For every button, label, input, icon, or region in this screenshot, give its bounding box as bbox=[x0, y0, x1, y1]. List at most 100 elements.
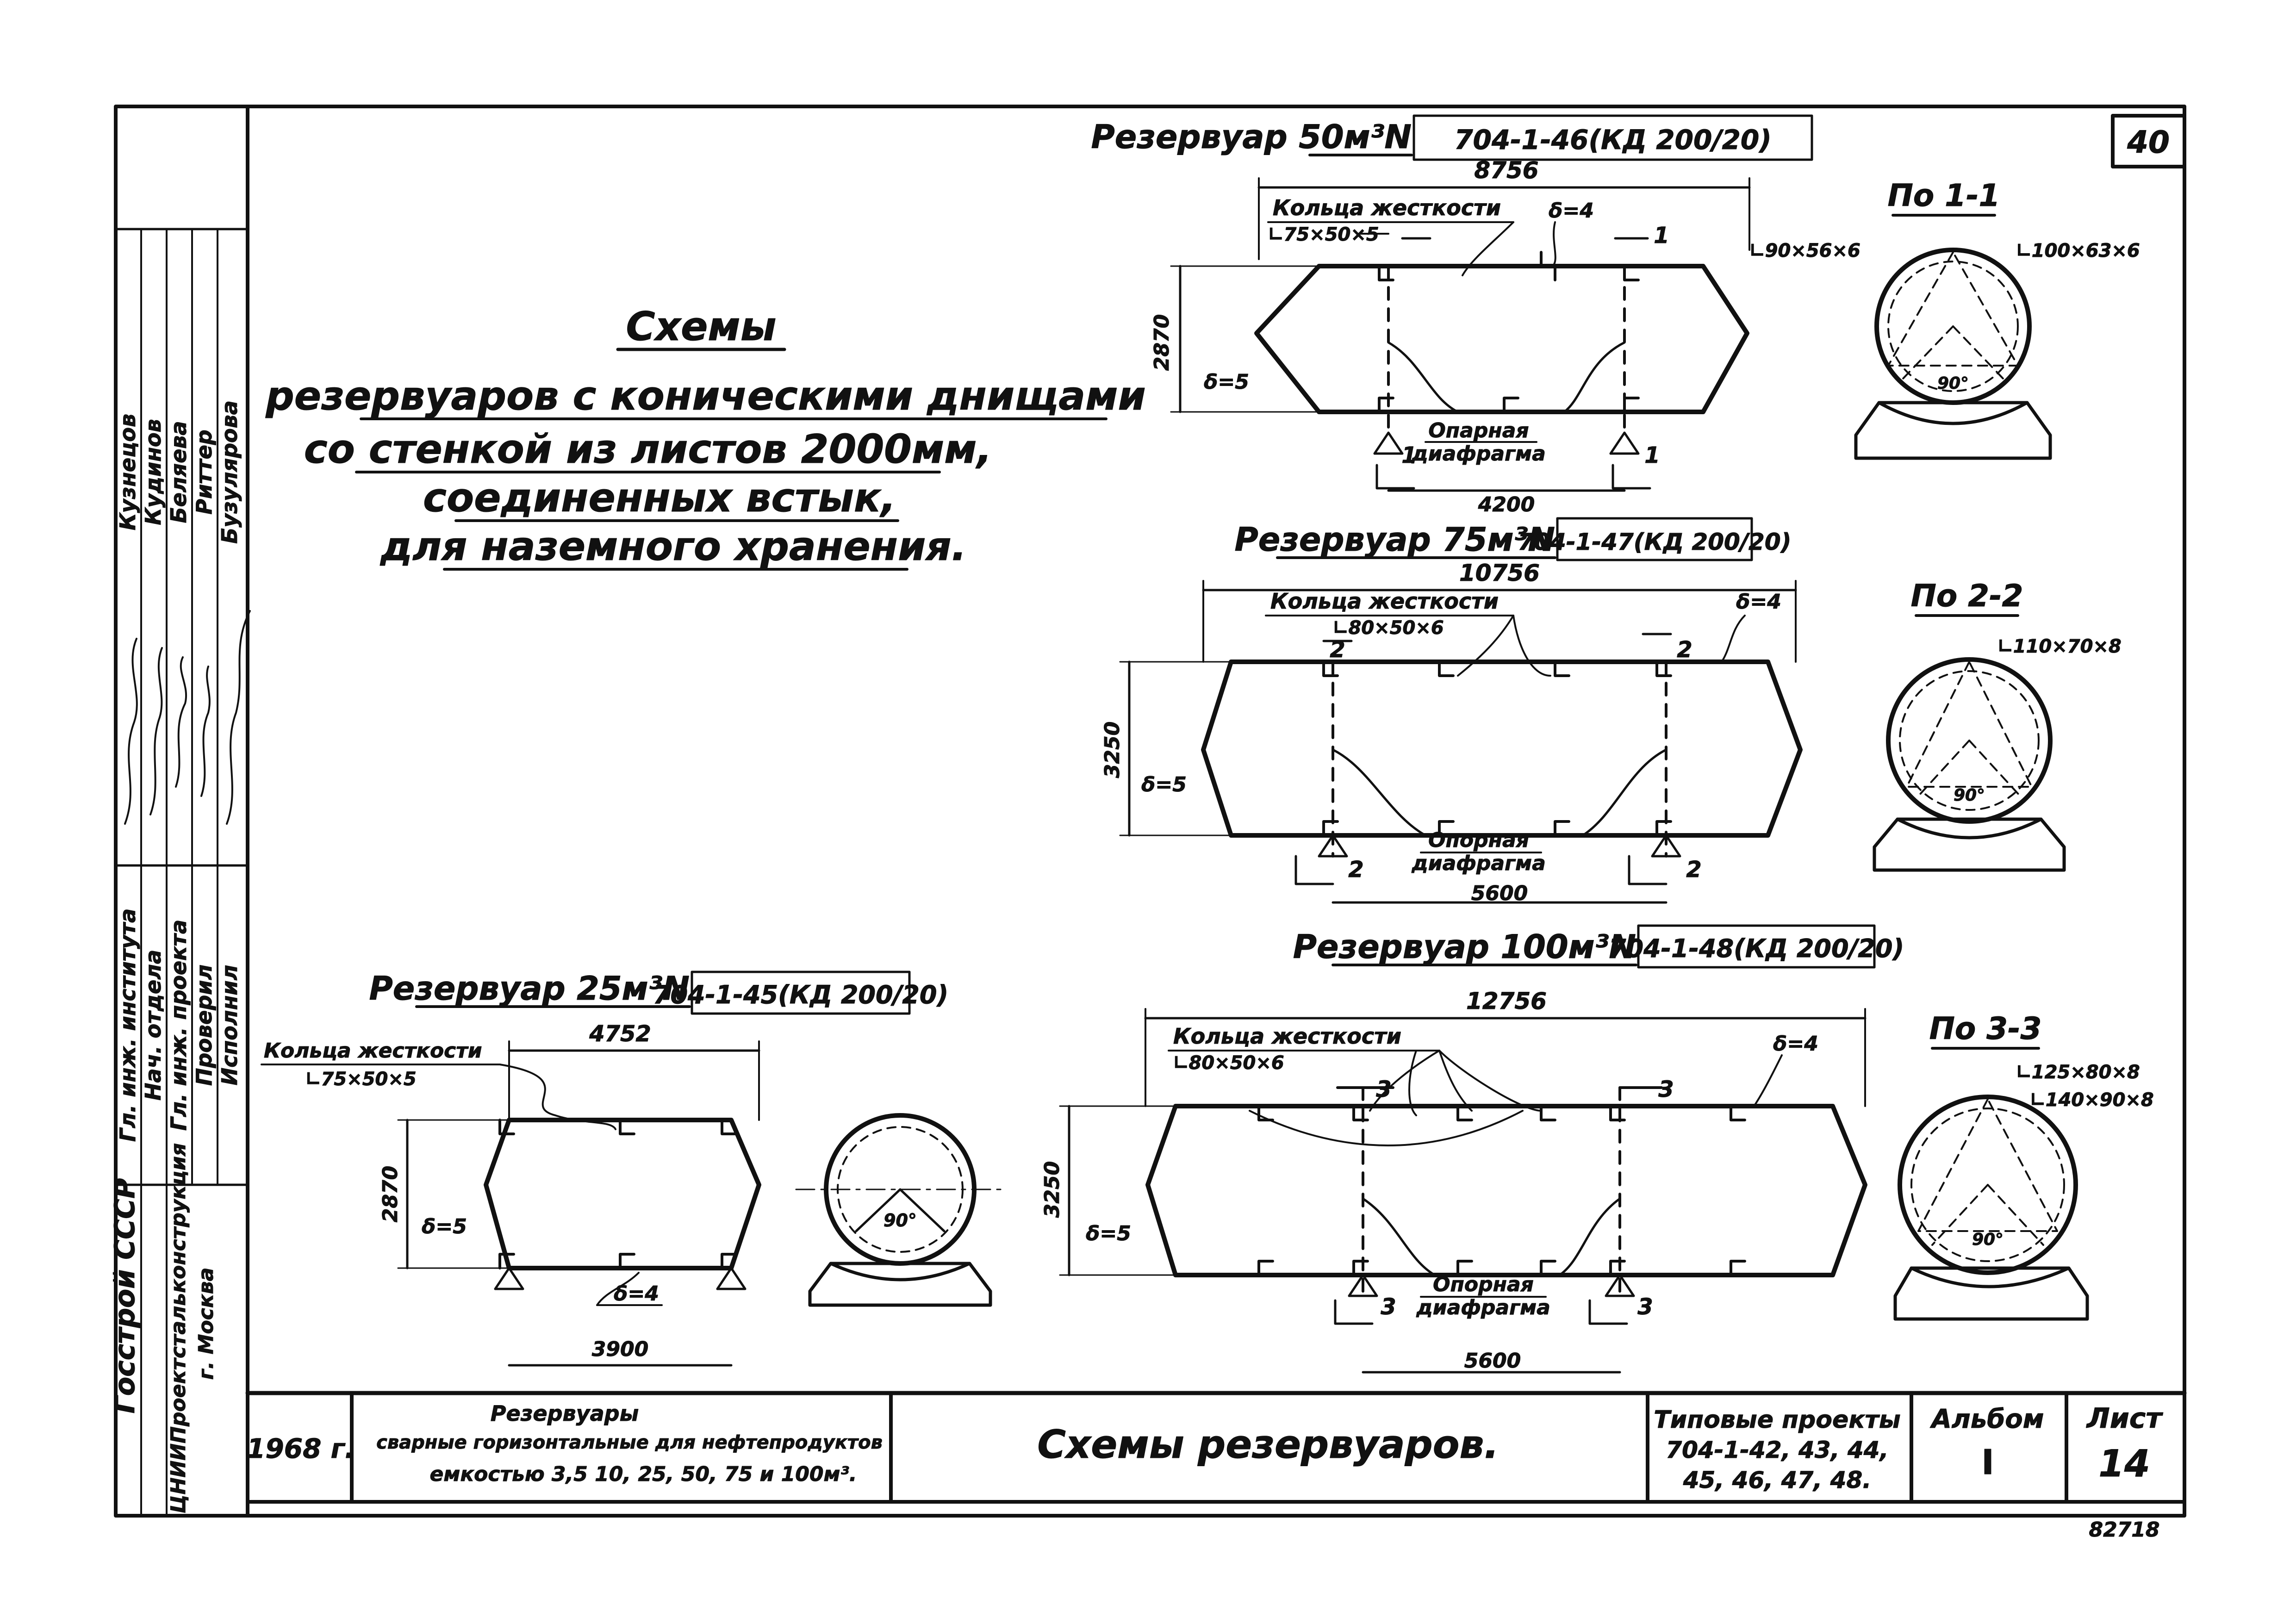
tank-50-head-thk: δ=5 bbox=[1204, 370, 1249, 394]
series-line-1: 704-1-42, 43, 44, bbox=[1666, 1437, 1888, 1463]
stamp-name-5: Бузулярова bbox=[217, 400, 242, 544]
tank-100-diaphragm-1: Опорная bbox=[1433, 1273, 1534, 1296]
tank-100-cut-d: 3 bbox=[1658, 1076, 1674, 1102]
tank-100-span: 5600 bbox=[1464, 1349, 1521, 1373]
archive-number: 82718 bbox=[2089, 1518, 2159, 1542]
tank-100-overall-dim: 12756 bbox=[1466, 988, 1547, 1014]
tank-100-cut-a: 3 bbox=[1381, 1294, 1396, 1320]
section-3-3-title: По 3-3 bbox=[1929, 1011, 2042, 1046]
series-label: Типовые проекты bbox=[1654, 1406, 1900, 1434]
title-block: 1968 г. Резервуары сварные горизонтальны… bbox=[247, 1401, 2164, 1494]
series-line-2: 45, 46, 47, 48. bbox=[1683, 1467, 1872, 1493]
signatures bbox=[124, 610, 251, 825]
heading-line-5: для наземного хранения. bbox=[380, 523, 966, 570]
stamp-role-2: Нач. отдела bbox=[141, 950, 166, 1101]
tank-50-title: Резервуар 50м³N bbox=[1091, 118, 1412, 156]
tank-75-body bbox=[1201, 660, 1803, 838]
tank-25-body bbox=[484, 1118, 761, 1270]
tank-100-cut-c: 3 bbox=[1376, 1076, 1391, 1102]
tank-50-span: 4200 bbox=[1478, 493, 1535, 516]
heading-line-2: резервуаров с коническими днищами bbox=[265, 373, 1146, 419]
tank-75-cut-c: 2 bbox=[1330, 637, 1345, 663]
tank-75-cut-d: 2 bbox=[1677, 637, 1692, 663]
tank-50-diaphragm-1: Опарная bbox=[1428, 419, 1529, 442]
title-desc-3: емкостью 3,5 10, 25, 50, 75 и 100м³. bbox=[430, 1462, 857, 1486]
tank-75-ring-label: Кольца жесткости bbox=[1270, 589, 1499, 614]
tank-50-cut-a: 1 bbox=[1401, 442, 1417, 468]
section-tank-25: 90° bbox=[795, 1113, 1005, 1307]
tank-25-code: 704-1-45(КД 200/20) bbox=[653, 980, 948, 1009]
tank-25-view: Резервуар 25м³N 704-1-45(КД 200/20) 4752… bbox=[261, 970, 949, 1367]
tank-25-span: 3900 bbox=[592, 1338, 648, 1361]
tank-100-title: Резервуар 100м³N bbox=[1293, 928, 1636, 966]
title-year: 1968 г. bbox=[247, 1433, 355, 1464]
tank-75-code-box bbox=[1556, 517, 1753, 561]
page-number: 40 bbox=[2127, 124, 2170, 160]
stamp-org-1: Госстрой СССР bbox=[109, 1178, 141, 1414]
tank-25-height: 2870 bbox=[379, 1166, 402, 1222]
tank-25-title: Резервуар 25м³N bbox=[369, 970, 690, 1008]
main-heading: Схемы резервуаров с коническими днищами … bbox=[265, 304, 1146, 571]
tank-75-diaphragm-2: диафрагма bbox=[1411, 852, 1546, 875]
tank-25-code-box bbox=[691, 971, 911, 1015]
stamp-org-2: ЦНИИПроектстальконструкция bbox=[167, 1143, 190, 1513]
tank-100-ring-profile: ∟80×50×6 bbox=[1173, 1052, 1284, 1074]
stamp-name-3: Беляева bbox=[166, 421, 191, 523]
album-number: I bbox=[1981, 1443, 1994, 1482]
section-tank-25-angle: 90° bbox=[884, 1210, 917, 1231]
section-1-1-a: ∟90×56×6 bbox=[1749, 240, 1860, 261]
tank-50-shell-thk: δ=4 bbox=[1549, 199, 1594, 223]
stamp-role-3: Гл. инж. проекта bbox=[166, 920, 191, 1131]
tank-75-diaphragm-1: Опорная bbox=[1428, 828, 1529, 852]
tank-50-cut-c: 1 bbox=[1654, 223, 1669, 249]
section-2-2-angle: 90° bbox=[1954, 786, 1985, 805]
heading-line-3: со стенкой из листов 2000мм, bbox=[304, 426, 992, 473]
tank-50-code: 704-1-46(КД 200/20) bbox=[1454, 124, 1772, 156]
sheet-label: Лист bbox=[2086, 1402, 2163, 1435]
tank-100-shell-thk: δ=4 bbox=[1773, 1032, 1818, 1056]
tank-75-overall-dim: 10756 bbox=[1459, 560, 1540, 586]
tank-100-code: 704-1-48(КД 200/20) bbox=[1609, 934, 1904, 963]
section-1-1: По 1-1 ∟90×56×6 ∟100×63×6 90° bbox=[1749, 178, 2140, 460]
section-3-3-angle: 90° bbox=[1972, 1230, 2004, 1249]
stamp-role-5: Исполнил bbox=[217, 965, 242, 1086]
section-1-1-title: По 1-1 bbox=[1888, 178, 2000, 213]
tank-75-head-thk: δ=5 bbox=[1141, 773, 1187, 796]
stamp-name-1: Кузнецов bbox=[115, 414, 140, 530]
tank-75-view: Резервуар 75м³N 704-1-47(КД 200/20) 1075… bbox=[1101, 517, 1803, 906]
tank-75-title: Резервуар 75м³N bbox=[1234, 521, 1555, 559]
tank-50-code-box bbox=[1412, 114, 1813, 161]
tank-75-code: 704-1-47(КД 200/20) bbox=[1518, 529, 1792, 555]
tank-75-shell-thk: δ=4 bbox=[1736, 590, 1781, 614]
tank-75-ring-profile: ∟80×50×6 bbox=[1333, 617, 1444, 639]
heading-line-1: Схемы bbox=[626, 304, 777, 350]
tank-50-body bbox=[1254, 264, 1749, 414]
tank-50-overall-dim: 8756 bbox=[1474, 157, 1538, 184]
tank-100-code-box bbox=[1637, 924, 1876, 969]
sheet-number: 14 bbox=[2098, 1442, 2150, 1485]
section-2-2: По 2-2 ∟110×70×8 90° bbox=[1873, 578, 2122, 872]
stamp-role-1: Гл. инж. института bbox=[115, 908, 140, 1142]
tank-75-height: 3250 bbox=[1101, 722, 1124, 778]
stamp-name-4: Риттер bbox=[192, 429, 217, 514]
section-2-2-title: По 2-2 bbox=[1911, 578, 2023, 614]
section-1-1-b: ∟100×63×6 bbox=[2016, 240, 2140, 261]
stamp-role-4: Проверил bbox=[192, 964, 217, 1086]
tank-100-view: Резервуар 100м³N 704-1-48(КД 200/20) 127… bbox=[1040, 924, 1904, 1374]
tank-50-cut-b: 1 bbox=[1644, 442, 1660, 468]
tank-25-ring-profile: ∟75×50×5 bbox=[305, 1069, 417, 1090]
stamp-name-2: Кудинов bbox=[141, 419, 166, 525]
side-stamp: Госстрой СССР ЦНИИПроектстальконструкция… bbox=[109, 400, 251, 1514]
title-desc-2: сварные горизонтальные для нефтепродукто… bbox=[376, 1432, 883, 1453]
section-2-2-a: ∟110×70×8 bbox=[1997, 636, 2122, 657]
stamp-city: г. Москва bbox=[194, 1268, 218, 1380]
drawing-frame bbox=[114, 105, 2187, 1518]
section-3-3-b: ∟140×90×8 bbox=[2030, 1089, 2154, 1111]
drawing-title: Схемы резервуаров. bbox=[1037, 1422, 1499, 1467]
tank-100-body bbox=[1145, 1104, 1867, 1277]
tank-50-height: 2870 bbox=[1150, 314, 1174, 371]
tank-25-overall-dim: 4752 bbox=[589, 1021, 651, 1047]
heading-line-4: соединенных встык, bbox=[423, 475, 896, 521]
tank-75-cut-a: 2 bbox=[1348, 857, 1363, 883]
